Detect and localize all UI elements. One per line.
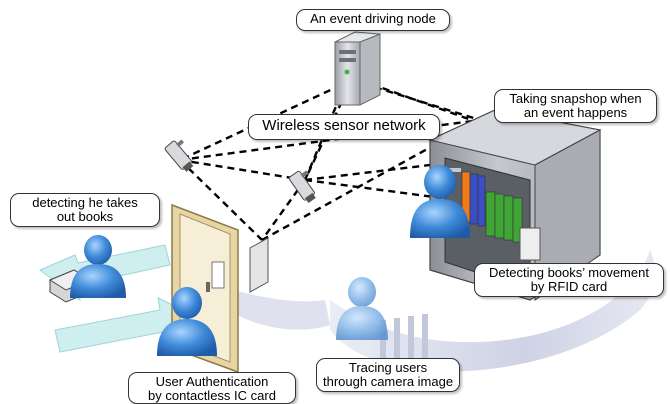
camera-icon [288, 170, 316, 204]
user-auth-label: User Authentication by contactless IC ca… [128, 372, 296, 404]
rfid-label: Detecting books’ movement by RFID card [474, 263, 664, 297]
server-icon [334, 31, 381, 106]
bookshelf-icon [428, 109, 602, 301]
snapshot-label: Taking snapshop when an event happens [494, 89, 657, 123]
person-icon [157, 287, 217, 356]
takes-out-books-label: detecting he takes out books [10, 193, 160, 227]
person-icon [70, 235, 126, 298]
rfid-reader-icon [249, 237, 269, 293]
tracing-users-label: Tracing users through camera image [316, 358, 460, 392]
wsn-label: Wireless sensor network [248, 114, 440, 140]
tracked-person-icon [336, 277, 388, 340]
camera-icon [164, 139, 194, 172]
event-node-label: An event driving node [296, 9, 450, 31]
person-icon [410, 165, 470, 238]
